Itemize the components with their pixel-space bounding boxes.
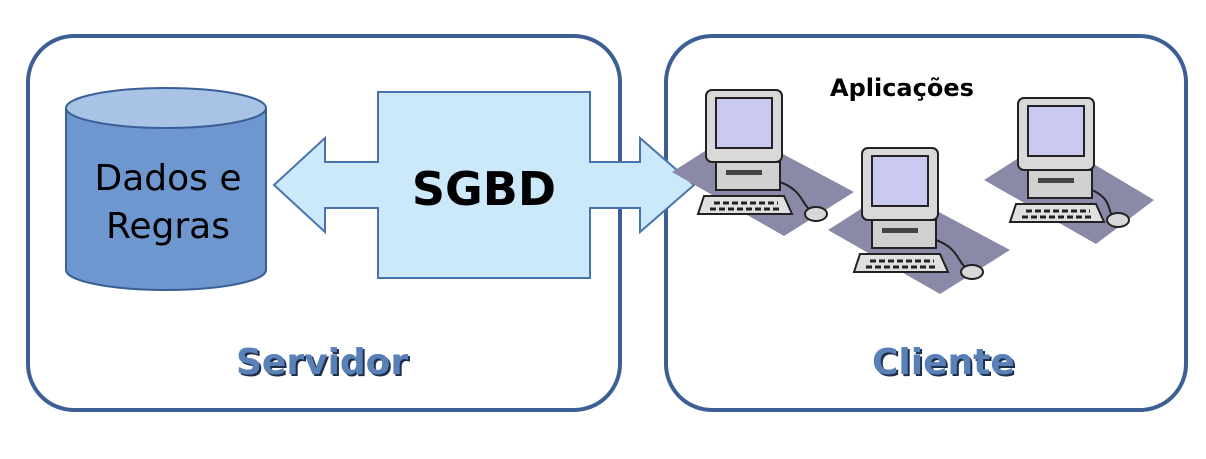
computer-icon	[828, 147, 1010, 294]
database-label-line1: Dados e	[94, 158, 242, 199]
applications-label: Aplicações	[830, 74, 974, 102]
dbms-double-arrow	[272, 91, 696, 279]
database-label-line2: Regras	[105, 206, 230, 247]
computer-icon	[984, 97, 1154, 244]
client-title: Cliente	[872, 342, 1015, 383]
server-title: Servidor	[236, 342, 409, 383]
dbms-label: SGBD	[411, 162, 557, 216]
database-cylinder-icon	[65, 87, 267, 291]
computer-icon	[672, 89, 854, 236]
